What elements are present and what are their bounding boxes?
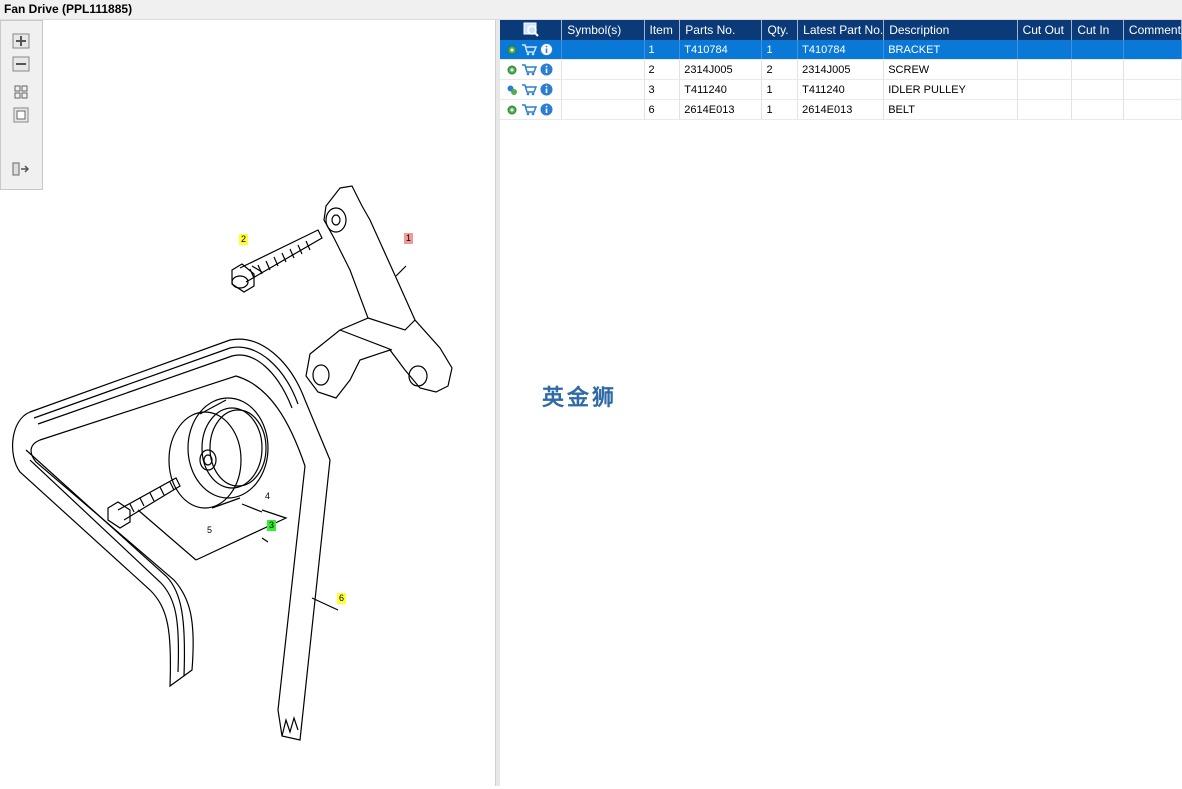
cell-comment xyxy=(1123,40,1182,60)
gears-icon[interactable] xyxy=(506,84,518,96)
column-header-cut-in[interactable]: Cut In xyxy=(1071,20,1124,40)
cell-qty: 2 xyxy=(761,59,799,80)
table-row[interactable]: 1 T410784 1 T410784 BRACKET xyxy=(500,40,1182,60)
parts-list-pane: Symbol(s) Item Parts No. Qty. Latest Par… xyxy=(500,20,1182,786)
table-row[interactable]: 3 T411240 1 T411240 IDLER PULLEY xyxy=(500,79,1182,100)
gear-icon[interactable] xyxy=(506,64,518,76)
column-header-item[interactable]: Item xyxy=(644,20,681,40)
cell-latest-part-no: T411240 xyxy=(797,79,885,100)
cell-description: SCREW xyxy=(883,59,1018,80)
cart-icon[interactable] xyxy=(521,83,537,96)
zoom-out-icon[interactable] xyxy=(12,56,30,72)
cell-item: 6 xyxy=(644,99,681,120)
idler-pulley-drawing xyxy=(168,397,269,509)
window-title: Fan Drive (PPL111885) xyxy=(4,2,133,16)
column-header-description[interactable]: Description xyxy=(883,20,1018,40)
cell-qty: 1 xyxy=(761,79,799,100)
cell-qty: 1 xyxy=(761,99,799,120)
belt-drawing xyxy=(12,338,331,741)
cart-icon[interactable] xyxy=(521,63,537,76)
table-header-row: Symbol(s) Item Parts No. Qty. Latest Par… xyxy=(500,20,1182,40)
callout-6[interactable]: 6 xyxy=(337,593,347,604)
cell-symbols xyxy=(561,59,645,80)
callout-2[interactable]: 2 xyxy=(239,234,249,245)
search-parts-icon xyxy=(523,22,539,37)
fit-all-icon[interactable] xyxy=(12,84,30,100)
cell-description: IDLER PULLEY xyxy=(883,79,1018,100)
cell-comment xyxy=(1123,59,1182,80)
info-icon[interactable] xyxy=(540,43,553,56)
cell-description: BRACKET xyxy=(883,40,1018,60)
cell-cut-in xyxy=(1071,79,1124,100)
column-header-qty[interactable]: Qty. xyxy=(761,20,799,40)
cell-symbols xyxy=(561,40,645,60)
cell-symbols xyxy=(561,99,645,120)
exploded-diagram xyxy=(12,185,453,741)
gear-icon[interactable] xyxy=(506,44,518,56)
cell-cut-out xyxy=(1017,99,1073,120)
cell-item: 3 xyxy=(644,79,681,100)
cell-item: 2 xyxy=(644,59,681,80)
cell-cut-in xyxy=(1071,99,1124,120)
cell-qty: 1 xyxy=(761,40,799,60)
cell-parts-no: T410784 xyxy=(679,40,763,60)
fit-window-icon[interactable] xyxy=(12,107,30,123)
cell-comment xyxy=(1123,79,1182,100)
zoom-in-icon[interactable] xyxy=(12,33,30,49)
pane-splitter[interactable] xyxy=(495,20,500,786)
parts-table: Symbol(s) Item Parts No. Qty. Latest Par… xyxy=(500,20,1182,120)
gear-icon[interactable] xyxy=(506,104,518,116)
cell-parts-no: 2314J005 xyxy=(679,59,763,80)
column-header-latest-part-no[interactable]: Latest Part No. xyxy=(797,20,885,40)
cell-description: BELT xyxy=(883,99,1018,120)
panel-toggle-icon[interactable] xyxy=(12,161,30,177)
cell-parts-no: 2614E013 xyxy=(679,99,763,120)
column-header-cut-out[interactable]: Cut Out xyxy=(1017,20,1073,40)
table-row[interactable]: 6 2614E013 1 2614E013 BELT xyxy=(500,99,1182,120)
cart-icon[interactable] xyxy=(521,103,537,116)
info-icon[interactable] xyxy=(540,103,553,116)
cell-cut-out xyxy=(1017,40,1073,60)
diagram-pane[interactable]: 1 2 3 4 5 6 xyxy=(0,20,495,786)
table-row[interactable]: 2 2314J005 2 2314J005 SCREW xyxy=(500,59,1182,80)
cell-item: 1 xyxy=(644,40,681,60)
cart-icon[interactable] xyxy=(521,43,537,56)
cell-latest-part-no: 2614E013 xyxy=(797,99,885,120)
cell-cut-out xyxy=(1017,79,1073,100)
info-icon[interactable] xyxy=(540,63,553,76)
screw-2-drawing xyxy=(231,229,323,293)
zoom-toolbar xyxy=(0,20,43,190)
info-icon[interactable] xyxy=(540,83,553,96)
callout-4: 4 xyxy=(265,491,271,501)
column-header-parts-no[interactable]: Parts No. xyxy=(679,20,763,40)
cell-comment xyxy=(1123,99,1182,120)
cell-cut-in xyxy=(1071,59,1124,80)
column-header-comment[interactable]: Comment xyxy=(1123,20,1182,40)
cell-symbols xyxy=(561,79,645,100)
cell-cut-out xyxy=(1017,59,1073,80)
pulley-screw-drawing xyxy=(107,477,181,529)
window-titlebar: Fan Drive (PPL111885) xyxy=(0,0,1182,20)
bracket-drawing xyxy=(305,185,453,399)
column-header-actions[interactable] xyxy=(500,20,563,40)
callout-3[interactable]: 3 xyxy=(267,520,277,531)
callout-1[interactable]: 1 xyxy=(404,233,414,244)
cell-parts-no: T411240 xyxy=(679,79,763,100)
cell-cut-in xyxy=(1071,40,1124,60)
callout-5: 5 xyxy=(207,525,213,535)
column-header-symbols[interactable]: Symbol(s) xyxy=(561,20,645,40)
watermark-logo: 英金狮 xyxy=(542,386,618,411)
cell-latest-part-no: 2314J005 xyxy=(797,59,885,80)
cell-latest-part-no: T410784 xyxy=(797,40,885,60)
